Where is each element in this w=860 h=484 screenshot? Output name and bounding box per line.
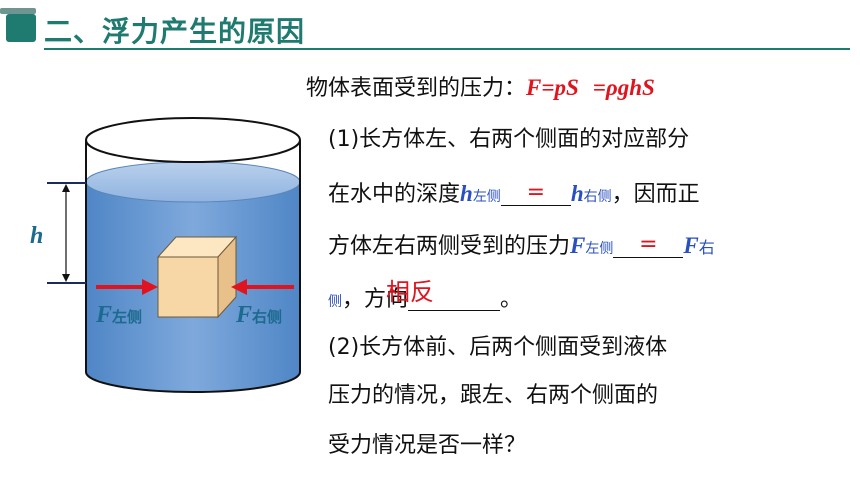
answer-blank-force: = xyxy=(613,233,684,258)
slide-header: 二、浮力产生的原因 xyxy=(0,0,860,60)
q1-direction-text: ，方向 xyxy=(342,287,409,312)
right-force-label: F右侧 xyxy=(235,302,282,328)
f-left-var: F xyxy=(570,233,586,258)
water-surface xyxy=(85,161,301,203)
f-right-sub-part2: 侧 xyxy=(328,294,342,310)
f-left-sub: 左侧 xyxy=(585,241,614,257)
h-right-sub: 右侧 xyxy=(583,189,612,205)
right-force-var: F xyxy=(235,302,252,328)
q1-line2-suffix: ，因而正 xyxy=(611,182,700,207)
left-force-head xyxy=(142,279,158,295)
q1-depth-text: 在水中的深度 xyxy=(328,182,461,207)
q2-line1: (2)长方体前、后两个侧面受到液体 xyxy=(328,335,668,360)
depth-arrow-up xyxy=(62,184,70,192)
q1-line4: 侧，方向相反 。 xyxy=(328,280,523,312)
q1-line3: 方体左右两侧受到的压力F左侧=F右 xyxy=(328,233,715,258)
left-force-var: F xyxy=(95,302,112,328)
q2-line3: 受力情况是否一样？ xyxy=(328,433,527,458)
intro-line: 物体表面受到的压力：F=pS =ρghS xyxy=(306,76,655,100)
beaker-bottom xyxy=(85,371,301,393)
q1-line2: 在水中的深度h左侧=h右侧，因而正 xyxy=(328,181,700,206)
h-right-var: h xyxy=(570,181,584,206)
q1-line1: (1)长方体左、右两个侧面的对应部分 xyxy=(328,127,690,152)
answer-direction: 相反 xyxy=(386,278,435,306)
right-force-head xyxy=(231,279,247,295)
header-rule xyxy=(44,48,850,50)
f-right-sub-part1: 右 xyxy=(698,238,715,257)
answer-blank-direction: 相反 xyxy=(386,280,501,311)
right-force-sub: 右侧 xyxy=(252,308,282,326)
f-right-var: F xyxy=(683,233,699,258)
left-force-sub: 左侧 xyxy=(111,308,142,326)
beaker-rim xyxy=(85,117,301,163)
answer-blank-depth: = xyxy=(500,181,571,206)
cube-front xyxy=(157,256,219,318)
header-marker xyxy=(6,14,36,42)
formula-pressure: F=pS xyxy=(526,75,579,100)
depth-label: h xyxy=(30,223,43,249)
h-left-var: h xyxy=(460,181,473,206)
cube-side xyxy=(217,235,237,319)
header-marker-shadow xyxy=(0,8,36,14)
section-title: 二、浮力产生的原因 xyxy=(44,15,306,48)
q1-line4-end: 。 xyxy=(500,287,523,312)
intro-label: 物体表面受到的压力： xyxy=(306,76,527,101)
h-left-sub: 左侧 xyxy=(472,189,501,205)
q2-line2: 压力的情况，跟左、右两个侧面的 xyxy=(328,383,659,408)
left-force-label: F左侧 xyxy=(95,302,142,328)
beaker-figure: h F左侧 F右侧 xyxy=(30,117,301,393)
depth-arrow-down xyxy=(62,274,70,282)
formula-density: =ρghS xyxy=(592,75,655,100)
q1-force-text: 方体左右两侧受到的压力 xyxy=(328,234,571,259)
